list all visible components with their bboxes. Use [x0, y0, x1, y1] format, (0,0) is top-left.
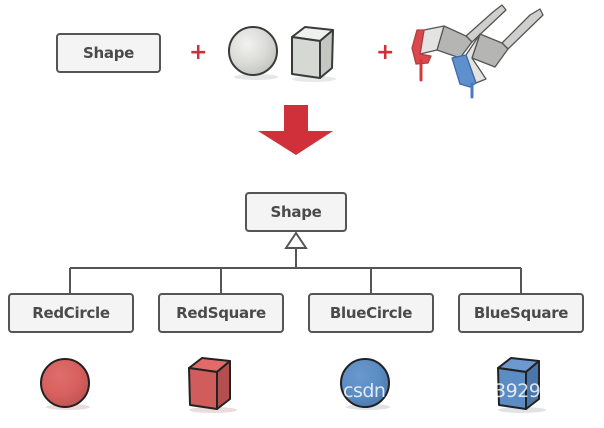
arrow-down-icon [258, 105, 333, 155]
inheritance-connector [69, 247, 522, 293]
red-paintbrush-icon [411, 4, 507, 82]
shape-class-label: Shape [82, 44, 134, 62]
plus-sign: + [376, 40, 395, 65]
child-class-label: RedCircle [32, 304, 110, 322]
blue-cube-icon [497, 357, 546, 413]
red-sphere-icon [40, 358, 90, 410]
child-class-box-blue-square: BlueSquare [458, 293, 584, 333]
child-class-box-red-square: RedSquare [158, 293, 284, 333]
parent-class-box: Shape [245, 192, 347, 232]
blue-sphere-icon [340, 358, 390, 410]
watermark-text: csdn [343, 380, 386, 402]
watermark-text: 39296 [494, 380, 552, 402]
child-class-label: BlueSquare [473, 304, 569, 322]
child-class-label: RedSquare [176, 304, 266, 322]
gray-sphere-icon [228, 26, 278, 80]
child-class-label: BlueCircle [329, 304, 413, 322]
parent-class-label: Shape [270, 203, 322, 221]
blue-paintbrush-icon [451, 8, 544, 99]
child-class-box-red-circle: RedCircle [8, 293, 134, 333]
plus-sign: + [189, 40, 208, 65]
shape-class-box: Shape [56, 33, 161, 73]
red-cube-icon [188, 357, 237, 413]
inheritance-arrowhead-icon [284, 231, 308, 249]
gray-cube-icon [291, 26, 336, 82]
child-class-box-blue-circle: BlueCircle [308, 293, 434, 333]
